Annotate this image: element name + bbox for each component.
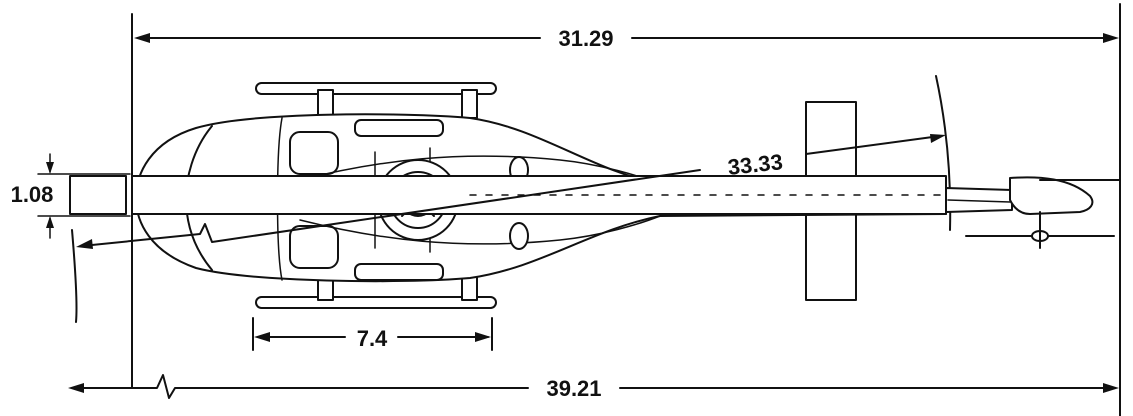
total-length-dimension <box>68 374 1119 399</box>
blade-chord-label: 1.08 <box>11 182 54 207</box>
overall-length-dimension <box>134 33 1119 43</box>
tail-rotor <box>965 211 1115 249</box>
blade-stub <box>69 175 127 215</box>
upper-skid <box>255 82 497 119</box>
tail-fin <box>1009 176 1121 215</box>
total-length-label: 39.21 <box>546 376 601 401</box>
rotor-diameter-label: 33.33 <box>727 149 784 180</box>
main-rotor-blade-aft <box>119 175 947 215</box>
tail-boom <box>945 187 1013 213</box>
rotor-diameter-dimension <box>76 134 946 249</box>
blade-chord-dimension <box>46 153 54 239</box>
skid-length-label: 7.4 <box>357 326 388 351</box>
skid-length-dimension <box>254 332 491 342</box>
overall-length-label: 31.29 <box>558 26 613 51</box>
